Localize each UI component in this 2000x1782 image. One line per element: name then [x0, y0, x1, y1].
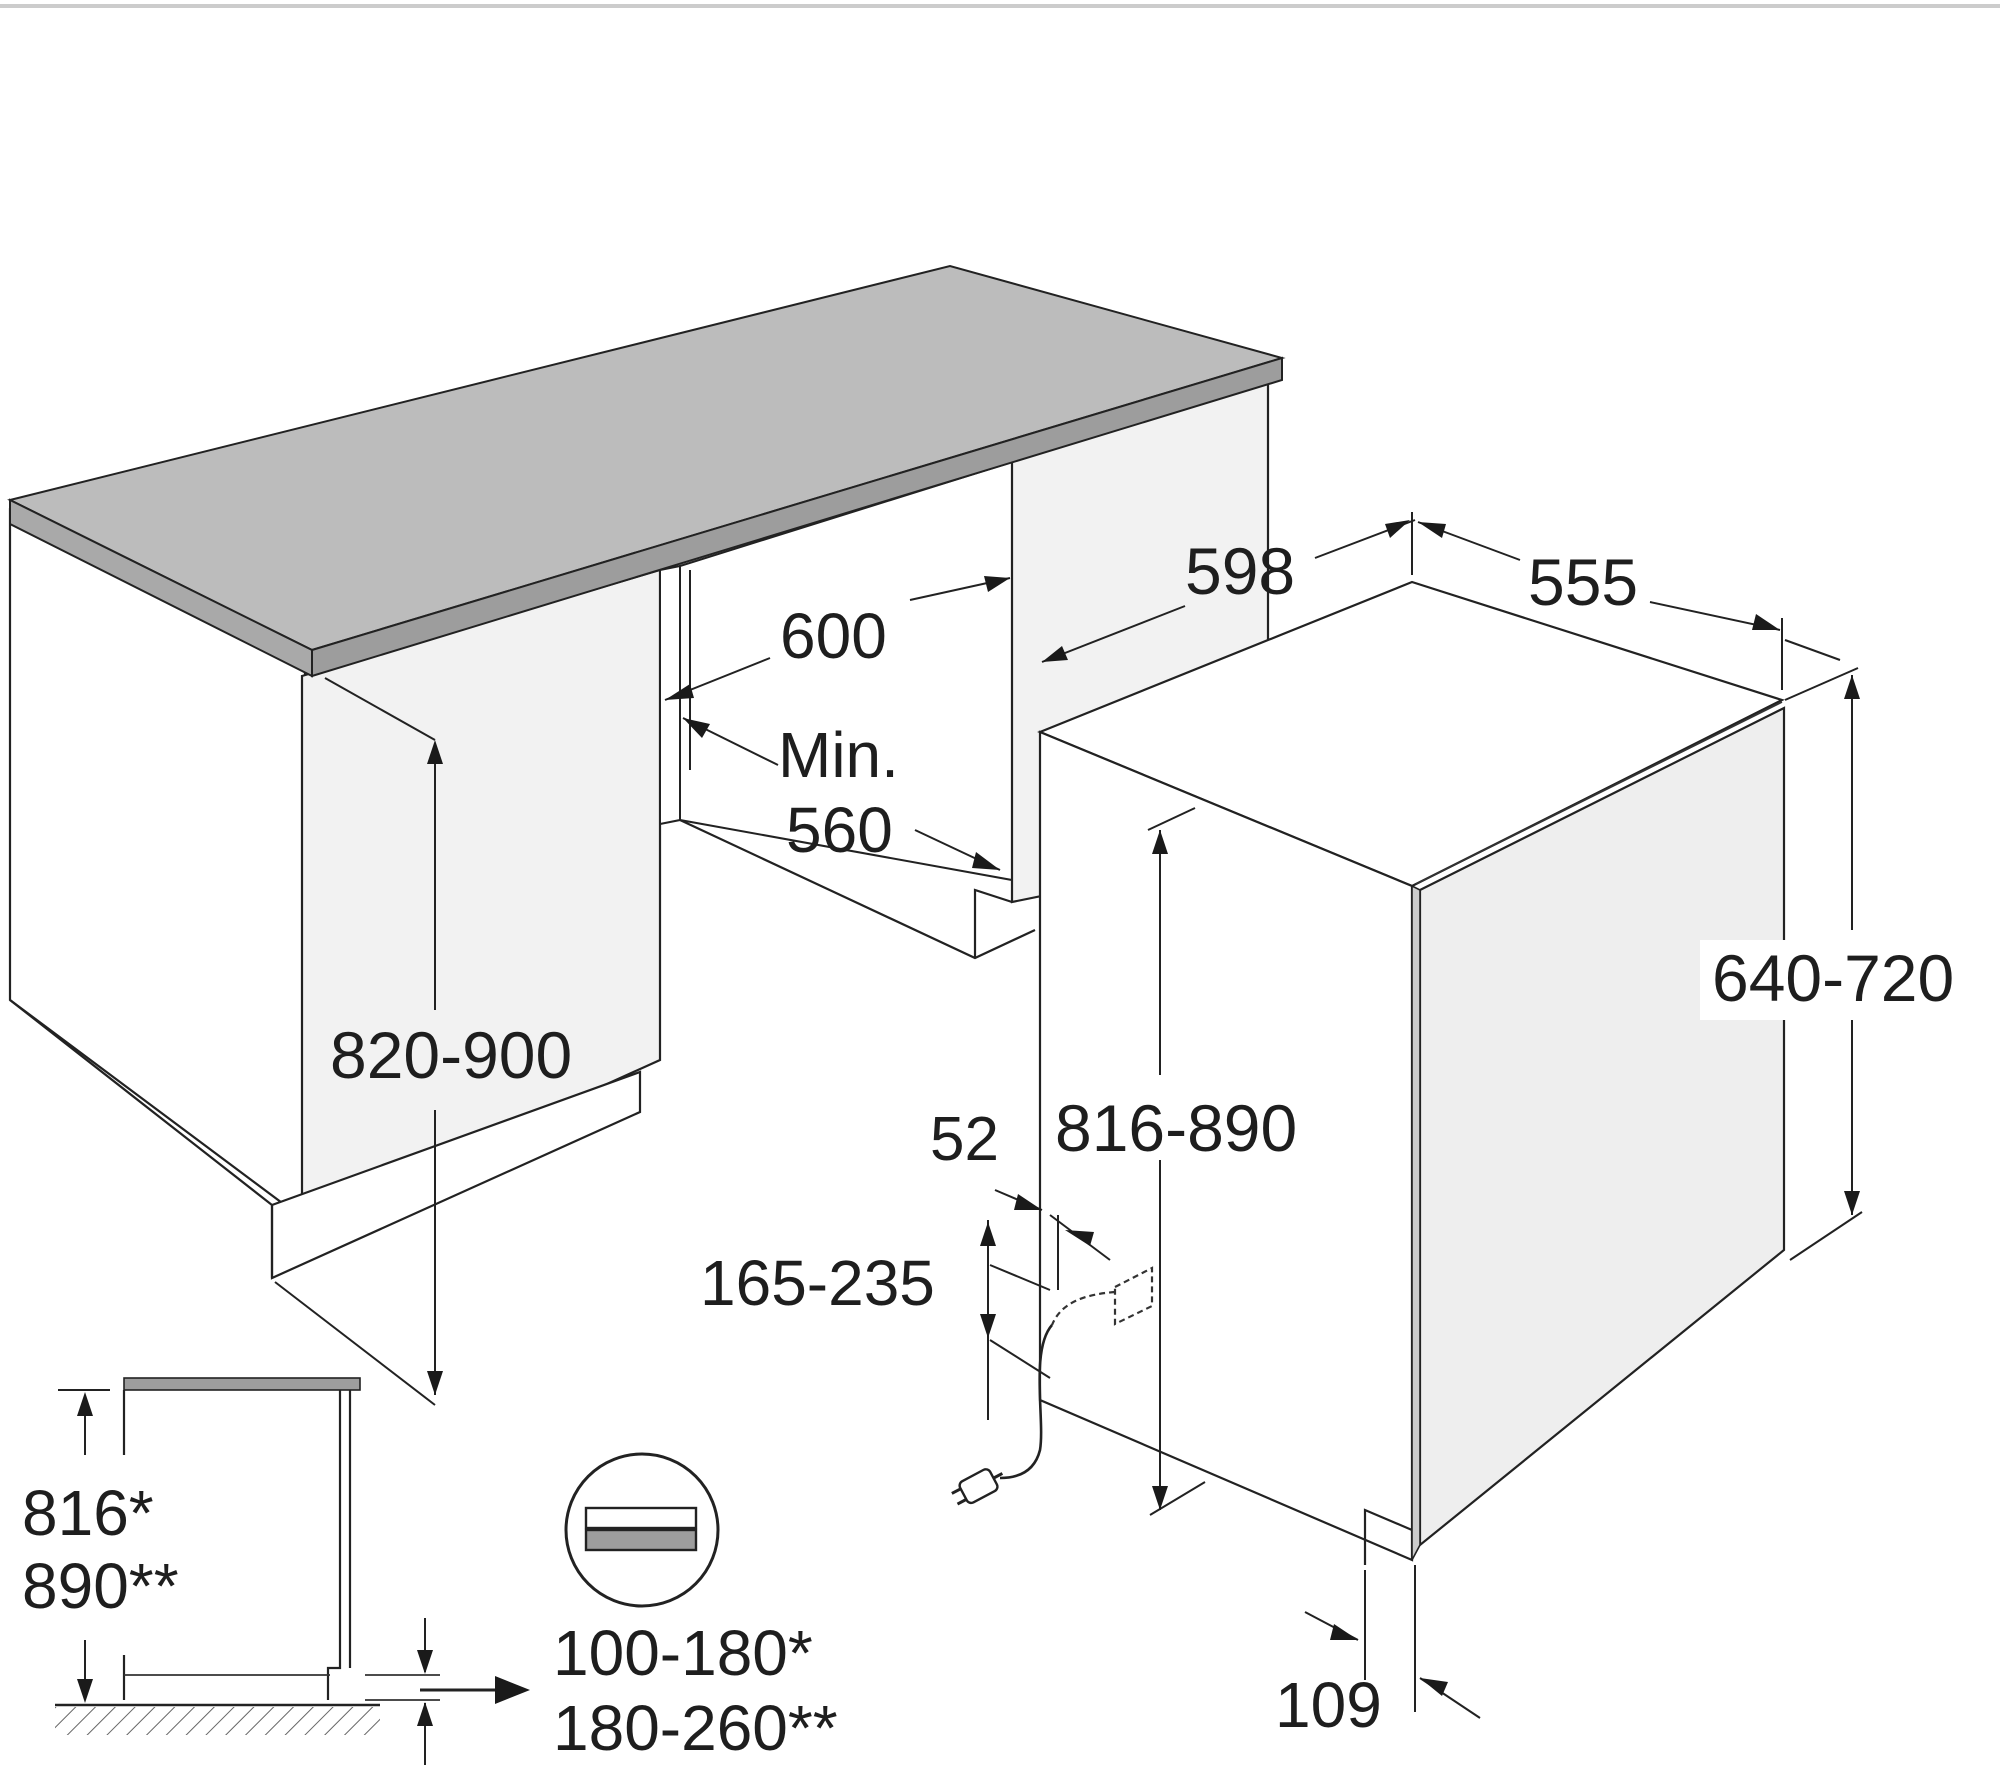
- label-door-thickness: 109: [1275, 1669, 1382, 1741]
- dimension-arrowheads: [427, 520, 1860, 1696]
- label-plinth-note-1: 100-180*: [553, 1617, 813, 1689]
- direction-arrow: [495, 1676, 530, 1704]
- label-appliance-depth: 555: [1528, 545, 1638, 619]
- water-connection-box: [1113, 1266, 1154, 1326]
- dishwasher: [951, 580, 1786, 1565]
- power-cable: [999, 1324, 1054, 1480]
- label-door-height: 640-720: [1712, 941, 1954, 1015]
- kitchen-cabinet: [7, 264, 1286, 1280]
- dishwasher-door-edge: [1411, 884, 1421, 1561]
- label-height-note-2: 890**: [22, 1550, 179, 1622]
- label-appliance-width: 598: [1185, 534, 1295, 608]
- label-height-note-1: 816*: [22, 1477, 154, 1549]
- plinth-detail-icon: [584, 1506, 698, 1530]
- label-min-value: 560: [786, 794, 893, 866]
- inset-side-view: [55, 1377, 720, 1765]
- label-plinth-note-2: 180-260**: [553, 1692, 838, 1764]
- dimension-labels: 600 Min. 560 820-900 598 555 640-720 816…: [22, 534, 1954, 1764]
- label-backgrounds: [1700, 940, 1995, 1020]
- label-min: Min.: [778, 719, 899, 791]
- power-plug-icon: [951, 1468, 1004, 1506]
- floor-hatching: [55, 1707, 380, 1735]
- label-plinth-offset: 52: [930, 1105, 999, 1174]
- label-appliance-height: 816-890: [1055, 1091, 1297, 1165]
- label-niche-width: 600: [780, 600, 887, 672]
- countertop-side-edge: [9, 498, 313, 678]
- inset-countertop: [123, 1377, 361, 1391]
- label-height-range: 820-900: [330, 1018, 572, 1092]
- label-connection-height: 165-235: [700, 1247, 935, 1319]
